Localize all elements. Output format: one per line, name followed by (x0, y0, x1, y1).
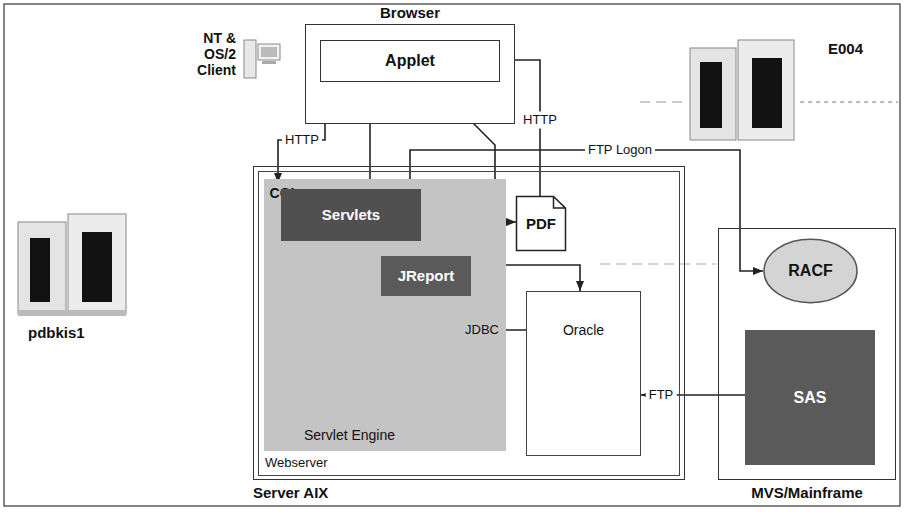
node-text: Oracle (527, 322, 640, 338)
edge-label: HTTP (520, 112, 560, 129)
pdf-document: PDF (516, 196, 566, 251)
node-text: SAS (794, 388, 827, 406)
node-text: Servlets (322, 206, 380, 223)
sas-box: SAS (745, 330, 875, 465)
racf-ellipse: RACF (763, 238, 858, 304)
browser-window: BrowserApplet (305, 4, 515, 124)
jreport-box: JReport (381, 256, 471, 296)
node-text: MVS/Mainframe (718, 484, 896, 501)
node-text: Applet (385, 52, 435, 70)
client-pc-picture (244, 40, 280, 78)
mainframe-box: MVS/Mainframe RACF SAS (718, 228, 896, 506)
server-label: pdbkis1 (28, 324, 85, 341)
node-text: RACF (788, 262, 832, 280)
servlets-box: Servlets (281, 189, 421, 241)
edge-label: FTP (646, 387, 677, 404)
server-label: E004 (828, 40, 863, 57)
server-pdbkis1-picture (18, 214, 126, 316)
oracle-database: Oracle (526, 291, 641, 456)
edge-label: JDBC (462, 322, 502, 339)
client-label: NT & OS/2 Client (182, 30, 236, 78)
edge-label: FTP Logon (585, 142, 655, 159)
node-text: Webserver (265, 456, 328, 471)
edge-label: HTTP (282, 132, 322, 149)
outer-frame (4, 4, 900, 506)
applet-box: Applet (320, 40, 500, 82)
server-e004-picture (640, 40, 898, 140)
node-text: Browser (305, 4, 515, 21)
servlet-engine-region: Servlet EngineCGIServletsJReport (264, 179, 506, 451)
node-text: JReport (398, 267, 455, 284)
node-text: Server AIX (253, 484, 328, 501)
dashed-line (600, 264, 716, 265)
node-text: PDF (526, 215, 556, 232)
node-text: Servlet Engine (304, 427, 395, 443)
